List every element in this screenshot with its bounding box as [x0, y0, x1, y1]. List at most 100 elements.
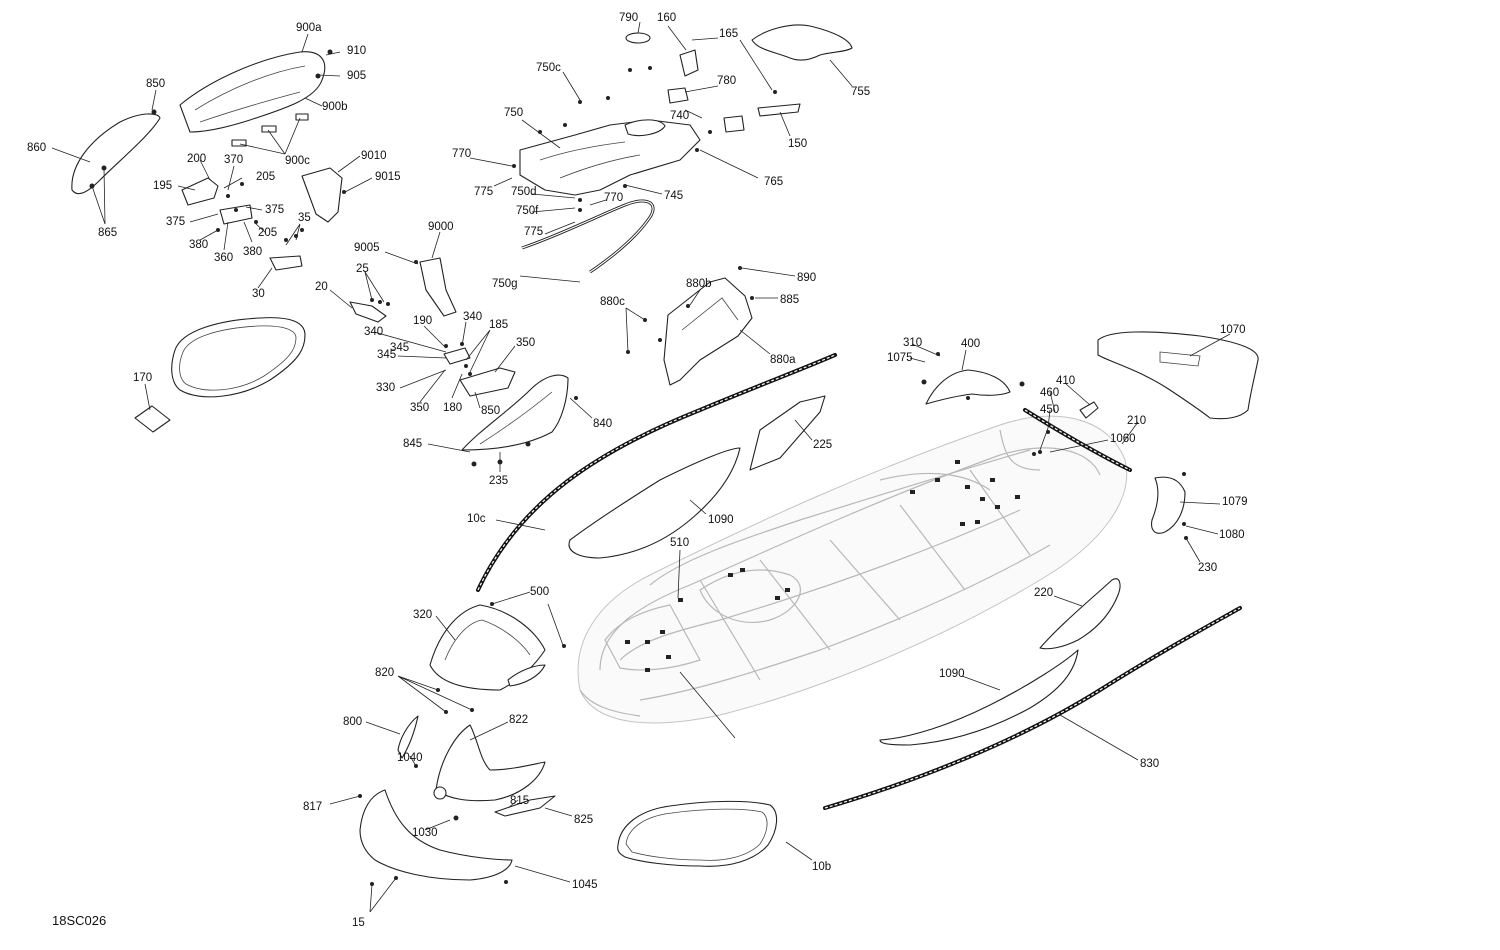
callout-740: 740 — [670, 110, 689, 122]
callout-10c: 10c — [467, 513, 486, 525]
callout-775: 775 — [524, 226, 543, 238]
callout-330: 330 — [376, 382, 395, 394]
callout-9000: 9000 — [428, 221, 454, 233]
callout-780: 780 — [717, 75, 736, 87]
callout-180: 180 — [443, 402, 462, 414]
callout-1030: 1030 — [412, 827, 438, 839]
callout-745: 745 — [664, 190, 683, 202]
callout-840: 840 — [593, 418, 612, 430]
callout-822: 822 — [509, 714, 528, 726]
callout-375: 375 — [265, 204, 284, 216]
callout-900c: 900c — [285, 155, 310, 167]
drawing-number: 18SC026 — [52, 913, 106, 928]
callout-9010: 9010 — [361, 150, 387, 162]
callout-1075: 1075 — [887, 352, 913, 364]
callout-205: 205 — [256, 171, 275, 183]
callout-10b: 10b — [812, 861, 831, 873]
leader-lines — [51, 21, 1231, 913]
callout-170: 170 — [133, 372, 152, 384]
callout-830: 830 — [1140, 758, 1159, 770]
callout-880c: 880c — [600, 296, 625, 308]
callout-195: 195 — [153, 180, 172, 192]
callout-750: 750 — [504, 107, 523, 119]
callout-1045: 1045 — [572, 879, 598, 891]
callout-770: 770 — [604, 192, 623, 204]
callout-750d: 750d — [511, 186, 537, 198]
callout-340: 340 — [463, 311, 482, 323]
callout-350: 350 — [516, 337, 535, 349]
callout-1040: 1040 — [397, 752, 423, 764]
callout-375: 375 — [166, 216, 185, 228]
callout-1060: 1060 — [1110, 433, 1136, 445]
callout-230: 230 — [1198, 562, 1217, 574]
callout-905: 905 — [347, 70, 366, 82]
callout-825: 825 — [574, 814, 593, 826]
hull-body — [577, 415, 1128, 724]
callout-205: 205 — [258, 227, 277, 239]
callout-755: 755 — [851, 86, 870, 98]
callout-790: 790 — [619, 12, 638, 24]
callout-510: 510 — [670, 537, 689, 549]
callout-310: 310 — [903, 337, 922, 349]
callout-775: 775 — [474, 186, 493, 198]
callout-380: 380 — [189, 239, 208, 251]
callout-35: 35 — [298, 212, 311, 224]
callout-20: 20 — [315, 281, 328, 293]
callout-500: 500 — [530, 586, 549, 598]
parts-artwork — [71, 24, 1259, 881]
callout-15: 15 — [352, 917, 365, 929]
callout-770: 770 — [452, 148, 471, 160]
callout-340: 340 — [364, 326, 383, 338]
callout-360: 360 — [214, 252, 233, 264]
callout-320: 320 — [413, 609, 432, 621]
callout-345: 345 — [377, 349, 396, 361]
callout-800: 800 — [343, 716, 362, 728]
callout-210: 210 — [1127, 415, 1146, 427]
callout-345: 345 — [390, 342, 409, 354]
callout-165: 165 — [719, 28, 738, 40]
callout-750c: 750c — [536, 62, 561, 74]
callout-200: 200 — [187, 153, 206, 165]
callout-9005: 9005 — [354, 242, 380, 254]
callout-400: 400 — [961, 338, 980, 350]
callout-410: 410 — [1056, 375, 1075, 387]
callout-150: 150 — [788, 138, 807, 150]
callout-220: 220 — [1034, 587, 1053, 599]
callout-450: 450 — [1040, 404, 1059, 416]
callout-900b: 900b — [322, 101, 348, 113]
callout-190: 190 — [413, 315, 432, 327]
callout-885: 885 — [780, 294, 799, 306]
callout-850: 850 — [146, 78, 165, 90]
callout-labels: 900a 910 905 900b 900c 850 860 865 200 370 205 195 3… — [27, 12, 1248, 929]
callout-865: 865 — [98, 227, 117, 239]
callout-25: 25 — [356, 263, 369, 275]
callout-185: 185 — [489, 319, 508, 331]
callout-1090: 1090 — [939, 668, 965, 680]
callout-235: 235 — [489, 475, 508, 487]
callout-225: 225 — [813, 439, 832, 451]
callout-850: 850 — [481, 405, 500, 417]
callout-860: 860 — [27, 142, 46, 154]
callout-350: 350 — [410, 402, 429, 414]
callout-880a: 880a — [770, 354, 796, 366]
callout-1079: 1079 — [1222, 496, 1248, 508]
callout-815: 815 — [510, 795, 529, 807]
fasteners — [216, 49, 1188, 886]
callout-370: 370 — [224, 154, 243, 166]
callout-380: 380 — [243, 246, 262, 258]
callout-820: 820 — [375, 667, 394, 679]
callout-750g: 750g — [492, 278, 518, 290]
callout-1090: 1090 — [708, 514, 734, 526]
callout-845: 845 — [403, 438, 422, 450]
callout-1070: 1070 — [1220, 324, 1246, 336]
callout-750f: 750f — [516, 205, 539, 217]
callout-30: 30 — [252, 288, 265, 300]
callout-765: 765 — [764, 176, 783, 188]
callout-9015: 9015 — [375, 171, 401, 183]
callout-900a: 900a — [296, 22, 322, 34]
callout-880b: 880b — [686, 278, 712, 290]
callout-817: 817 — [303, 801, 322, 813]
callout-910: 910 — [347, 45, 366, 57]
